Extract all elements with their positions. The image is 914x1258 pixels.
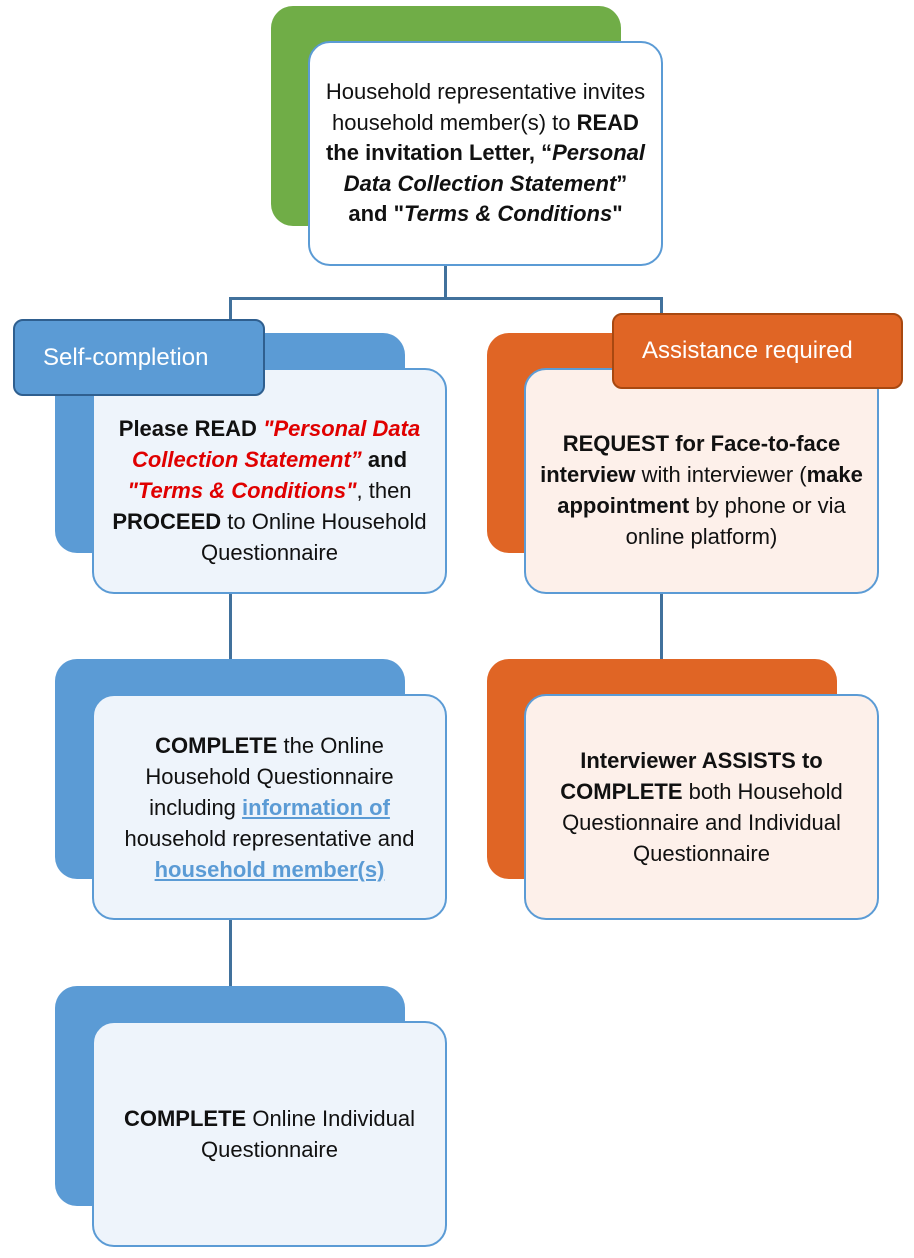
connector-top-stem [444, 265, 447, 299]
connector-left-1-2 [229, 592, 232, 662]
connector-horizontal [230, 297, 662, 300]
connector-left-drop [229, 297, 232, 323]
top-node-text-italic-2: Terms & Conditions [404, 201, 613, 227]
top-node-text: Household representative invites househo… [324, 77, 647, 230]
self-step3-card: COMPLETE Online Individual Questionnaire [92, 1021, 447, 1247]
top-node-card: Household representative invites househo… [308, 41, 663, 266]
assist-step1-text: REQUEST for Face-to-face interview with … [540, 431, 863, 549]
assistance-required-header-label: Assistance required [642, 337, 853, 364]
top-node-text-bold-1: READ the invitation Letter, “ [325, 109, 639, 166]
self-step2-card: COMPLETE the Online Household Questionna… [92, 694, 447, 920]
information-of-link[interactable]: information of [242, 794, 390, 820]
assist-step2-text: Interviewer ASSISTS to COMPLETE both Hou… [560, 748, 849, 866]
self-step1-card: Please READ "Personal Data Collection St… [92, 368, 447, 594]
assist-step1-card: REQUEST for Face-to-face interview with … [524, 368, 879, 594]
top-node-text-italic-1: Personal Data Collection Statement [343, 140, 646, 196]
self-step1-text: Please READ "Personal Data Collection St… [112, 415, 433, 565]
top-node-text-bold-2: ” and " [348, 170, 628, 227]
top-node-text-plain: Household representative invites househo… [325, 79, 652, 135]
top-node-text-bold-3: " [612, 201, 623, 227]
connector-right-1-2 [660, 592, 663, 662]
self-completion-header: Self-completion [13, 319, 265, 396]
assist-step2-card: Interviewer ASSISTS to COMPLETE both Hou… [524, 694, 879, 920]
self-step2-text: COMPLETE the Online Household Questionna… [124, 732, 421, 882]
self-step3-text: COMPLETE Online Individual Questionnaire [123, 1106, 422, 1162]
connector-left-2-3 [229, 918, 232, 988]
self-completion-header-label: Self-completion [43, 343, 209, 371]
household-members-link[interactable]: household member(s) [154, 856, 385, 882]
connector-right-drop [660, 297, 663, 317]
assistance-required-header: Assistance required [612, 313, 903, 389]
